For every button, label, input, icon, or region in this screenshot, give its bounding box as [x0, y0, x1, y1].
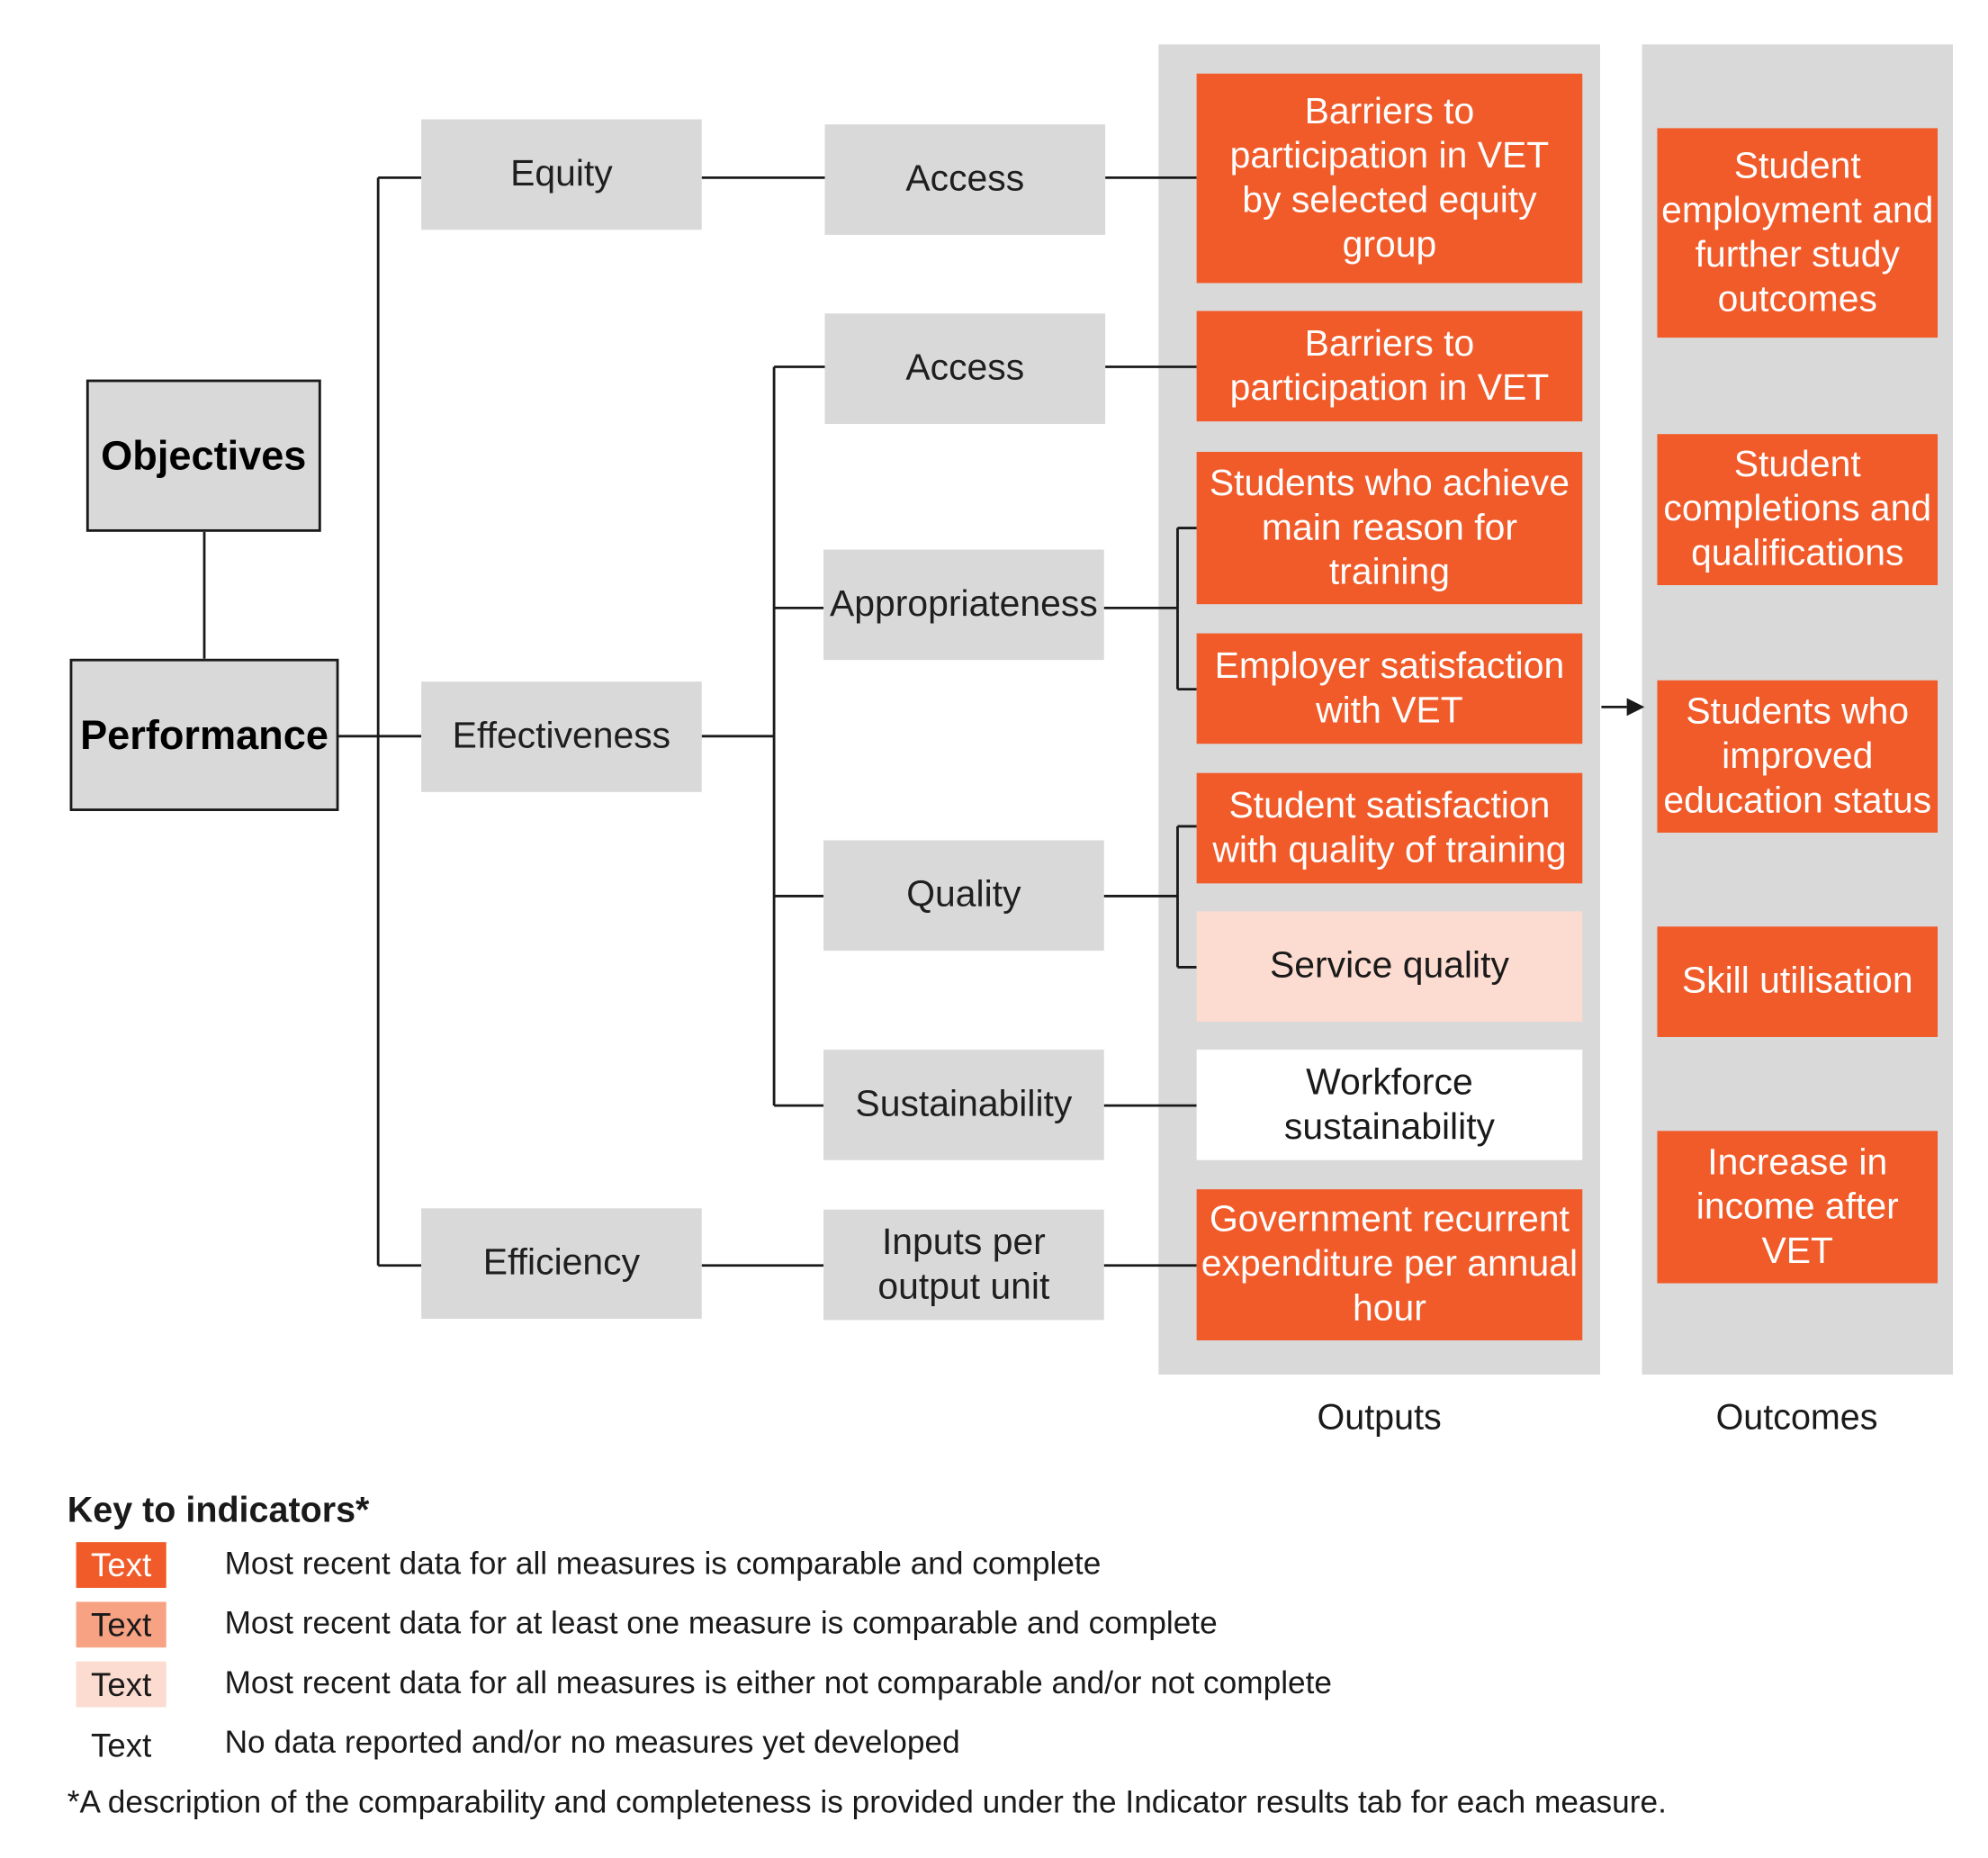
legend-swatch-partial-text: Text: [91, 1604, 152, 1644]
outcome-improved-status: Students who improved education status: [1657, 680, 1939, 833]
output-service-quality-label: Service quality: [1269, 945, 1509, 987]
domain-effectiveness: Effectiveness: [421, 681, 702, 792]
outcome-completions-label: Student completions and qualifications: [1663, 444, 1932, 574]
subdomain-sustainability-label: Sustainability: [855, 1084, 1073, 1125]
output-workforce: Workforce sustainability: [1196, 1050, 1583, 1160]
subdomain-access-equity-label: Access: [905, 158, 1025, 200]
performance-box: Performance: [69, 658, 339, 811]
domain-efficiency-label: Efficiency: [482, 1242, 641, 1284]
objectives-label: Objectives: [101, 432, 307, 478]
output-main-reason: Students who achieve main reason for tra…: [1196, 451, 1583, 605]
output-barriers: Barriers to participation in VET: [1196, 311, 1583, 422]
legend-label-incomplete: Most recent data for all measures is eit…: [224, 1664, 1333, 1701]
outcome-completions: Student completions and qualifications: [1657, 434, 1939, 586]
subdomain-access-label: Access: [905, 347, 1025, 389]
domain-equity: Equity: [421, 119, 702, 230]
output-barriers-equity-label: Barriers to participation in VET by sele…: [1229, 90, 1550, 265]
output-employer-satisfaction-label: Employer satisfaction with VET: [1214, 645, 1565, 731]
subdomain-quality-label: Quality: [906, 874, 1021, 915]
domain-effectiveness-label: Effectiveness: [452, 716, 671, 757]
output-student-satisfaction: Student satisfaction with quality of tra…: [1196, 772, 1583, 884]
output-employer-satisfaction: Employer satisfaction with VET: [1196, 633, 1583, 744]
output-service-quality: Service quality: [1196, 911, 1583, 1023]
subdomain-inputs-per-output: Inputs per output unit: [823, 1209, 1104, 1321]
legend-swatch-complete-text: Text: [91, 1545, 152, 1583]
subdomain-sustainability: Sustainability: [823, 1050, 1104, 1160]
legend-swatch-incomplete-text: Text: [91, 1664, 152, 1703]
subdomain-access: Access: [824, 313, 1106, 424]
objectives-box: Objectives: [85, 379, 321, 532]
outcome-employment: Student employment and further study out…: [1657, 128, 1939, 338]
outcome-income-label: Increase in income after VET: [1696, 1141, 1899, 1272]
legend-label-partial: Most recent data for at least one measur…: [224, 1605, 1218, 1642]
output-workforce-label: Workforce sustainability: [1283, 1061, 1496, 1147]
domain-efficiency: Efficiency: [421, 1208, 702, 1319]
legend-swatch-no-data-text: Text: [91, 1725, 152, 1764]
output-main-reason-label: Students who achieve main reason for tra…: [1209, 462, 1570, 592]
legend-swatch-incomplete: Text: [76, 1661, 166, 1708]
legend-swatch-complete: Text: [76, 1542, 166, 1588]
outcomes-column-label: Outcomes: [1715, 1397, 1878, 1438]
subdomain-access-equity: Access: [824, 124, 1106, 235]
legend-swatch-partial: Text: [76, 1601, 166, 1648]
subdomain-inputs-per-output-label: Inputs per output unit: [877, 1222, 1050, 1307]
outcome-employment-label: Student employment and further study out…: [1661, 145, 1934, 320]
arrow-head-icon: [1626, 698, 1645, 717]
outcome-skill-label: Skill utilisation: [1681, 961, 1913, 1002]
outcome-improved-status-label: Students who improved education status: [1663, 690, 1932, 821]
legend-footnote: *A description of the comparability and …: [67, 1784, 1667, 1820]
outcome-skill: Skill utilisation: [1657, 926, 1939, 1037]
subdomain-appropriateness: Appropriateness: [823, 549, 1104, 661]
outputs-column-label: Outputs: [1317, 1397, 1442, 1438]
subdomain-quality: Quality: [823, 840, 1104, 952]
outcome-income: Increase in income after VET: [1657, 1131, 1939, 1284]
domain-equity-label: Equity: [510, 153, 613, 194]
performance-label: Performance: [80, 711, 328, 758]
subdomain-appropriateness-label: Appropriateness: [830, 583, 1098, 625]
legend-label-complete: Most recent data for all measures is com…: [224, 1546, 1102, 1582]
legend-swatch-no-data: Text: [76, 1722, 166, 1769]
output-expenditure-label: Government recurrent expenditure per ann…: [1201, 1199, 1579, 1330]
output-barriers-equity: Barriers to participation in VET by sele…: [1196, 73, 1583, 284]
output-student-satisfaction-label: Student satisfaction with quality of tra…: [1212, 785, 1567, 870]
output-expenditure: Government recurrent expenditure per ann…: [1196, 1189, 1583, 1340]
legend-label-no-data: No data reported and/or no measures yet …: [224, 1725, 960, 1761]
legend-title: Key to indicators*: [67, 1490, 370, 1530]
output-barriers-label: Barriers to participation in VET: [1229, 322, 1550, 409]
